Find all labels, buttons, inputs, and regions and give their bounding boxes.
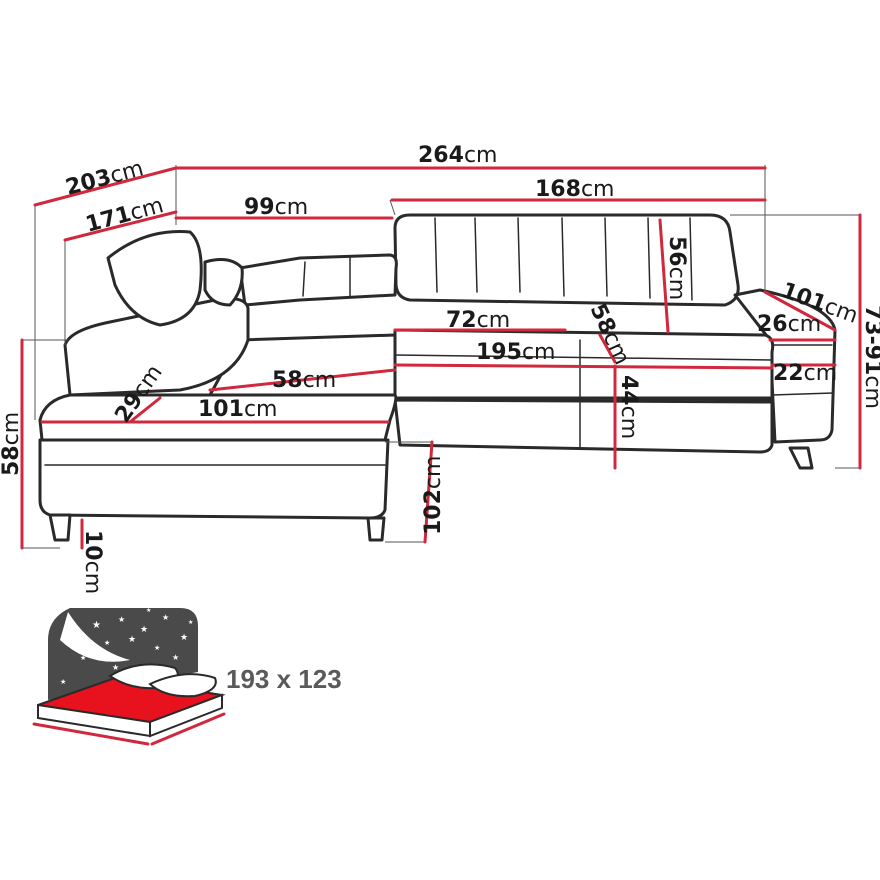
bed-function-icon: ★ ★ ★ ★ ★ ★ ★ ★ ★ ★ ★ ★ ★ ★ xyxy=(32,607,226,746)
svg-text:★: ★ xyxy=(80,654,86,662)
svg-text:★: ★ xyxy=(60,678,66,686)
label-99: 99cm xyxy=(244,195,308,220)
label-10: 10cm xyxy=(80,530,105,594)
label-58-corner: 58cm xyxy=(272,368,336,393)
headrest-corner xyxy=(203,258,244,307)
svg-text:★: ★ xyxy=(162,613,169,622)
svg-text:★: ★ xyxy=(154,644,160,652)
label-26: 26cm xyxy=(757,312,821,337)
label-73-91: 73-91cm xyxy=(860,305,880,409)
stars-icon: ★ ★ ★ ★ ★ ★ ★ ★ ★ ★ ★ ★ ★ ★ xyxy=(60,607,193,686)
dim-line-101-arm xyxy=(763,290,837,332)
label-203: 203cm xyxy=(63,156,146,201)
main-base xyxy=(393,398,774,454)
svg-text:★: ★ xyxy=(188,619,193,626)
bed-size-label: 193 x 123 xyxy=(226,664,342,694)
label-22: 22cm xyxy=(773,361,837,386)
leg-front-left xyxy=(48,513,72,542)
chaise-armrest xyxy=(63,297,250,397)
svg-text:★: ★ xyxy=(128,635,136,645)
svg-text:★: ★ xyxy=(112,663,119,672)
svg-text:★: ★ xyxy=(92,620,101,631)
label-195: 195cm xyxy=(476,340,555,365)
label-58-side: 58cm xyxy=(0,412,24,476)
headrest-left xyxy=(106,230,203,327)
label-44: 44cm xyxy=(616,375,641,439)
dim-line-195 xyxy=(393,363,774,370)
dim-line-171 xyxy=(63,210,178,242)
dim-line-58-main xyxy=(598,333,617,364)
leg-back-right xyxy=(788,446,814,470)
svg-text:★: ★ xyxy=(172,653,179,662)
label-168: 168cm xyxy=(535,177,614,202)
chaise-base xyxy=(38,438,390,520)
dimension-lines xyxy=(20,166,862,550)
dim-line-56 xyxy=(658,218,670,334)
svg-text:★: ★ xyxy=(104,639,110,647)
dim-line-58-corner xyxy=(208,368,397,392)
back-cushion-lines xyxy=(434,217,693,301)
svg-text:★: ★ xyxy=(146,607,151,614)
dim-line-102 xyxy=(423,440,434,544)
label-171: 171cm xyxy=(83,193,166,238)
label-56: 56cm xyxy=(664,236,689,300)
label-102: 102cm xyxy=(421,456,446,535)
extension-lines xyxy=(22,165,860,549)
moon-icon xyxy=(60,612,130,662)
leg-front-right xyxy=(366,516,386,542)
svg-text:★: ★ xyxy=(118,615,125,624)
chaise-top xyxy=(38,393,398,442)
corner-back xyxy=(238,253,398,307)
dim-line-203 xyxy=(33,166,178,207)
back-section xyxy=(393,213,740,307)
svg-text:★: ★ xyxy=(180,633,188,643)
label-264: 264cm xyxy=(418,143,497,168)
svg-text:★: ★ xyxy=(140,625,148,635)
label-72: 72cm xyxy=(446,308,510,333)
dim-line-29 xyxy=(128,396,162,424)
label-101-chaise: 101cm xyxy=(198,397,277,422)
main-seat xyxy=(393,328,775,400)
